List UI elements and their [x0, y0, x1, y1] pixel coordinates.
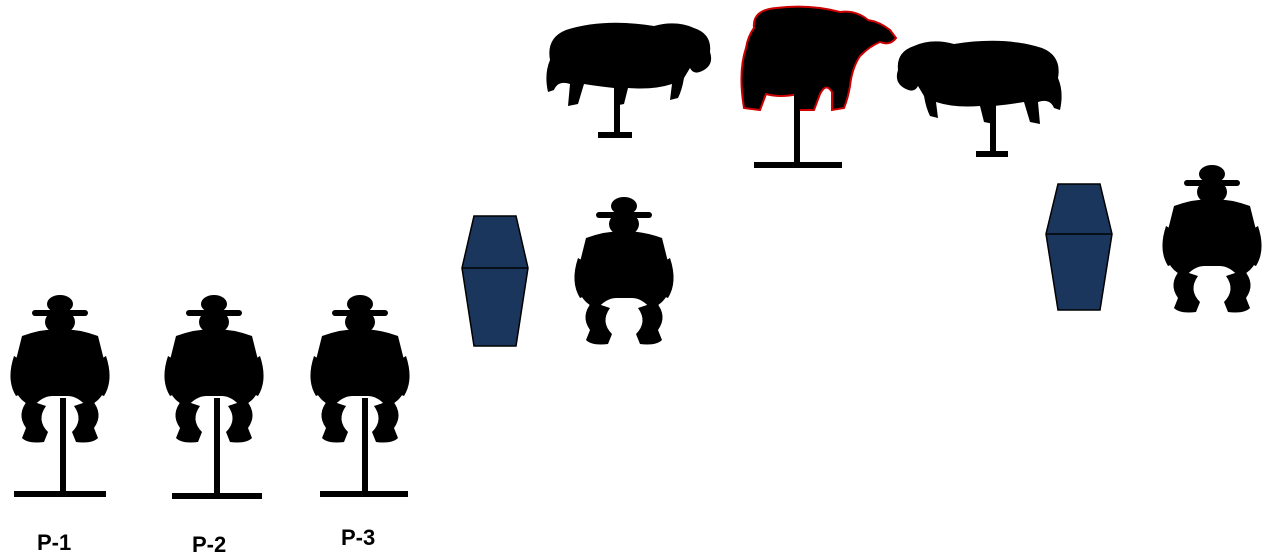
- buffalo-target-left: [546, 23, 711, 138]
- position-label-p3: P-3: [341, 525, 375, 551]
- cowboy-silhouette-icon: [574, 197, 673, 345]
- position-label-p1: P-1: [37, 530, 71, 556]
- position-label-p2: P-2: [192, 532, 226, 558]
- pistol-target-p3: [310, 295, 409, 497]
- bear-target: [741, 7, 896, 168]
- cowboy-silhouette-icon: [1162, 165, 1261, 313]
- barrel-barricade-icon: [1046, 184, 1112, 310]
- pistol-target-p2: [164, 295, 263, 499]
- barrel-barricade-icon: [462, 216, 528, 346]
- pistol-target-p1: [10, 295, 109, 497]
- buffalo-target-right: [897, 41, 1062, 157]
